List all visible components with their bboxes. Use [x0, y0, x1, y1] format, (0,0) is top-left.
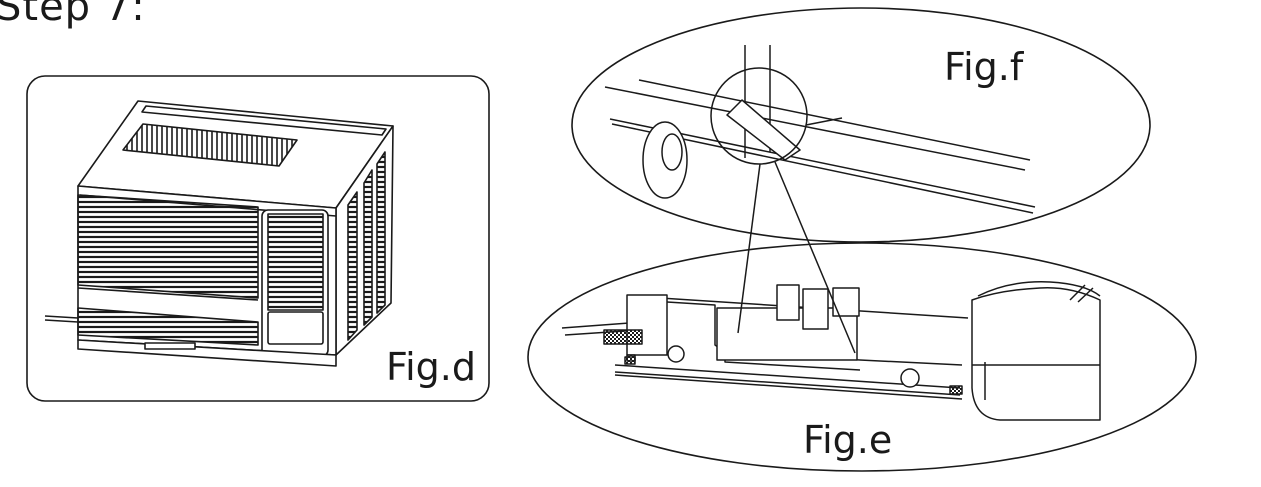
figure-f-outline [571, 7, 1151, 243]
ac-unit-drawing [44, 100, 394, 367]
zoom-circle [710, 67, 808, 165]
figure-d-frame [26, 75, 490, 402]
figure-f [571, 7, 1151, 354]
fig-d-label: Fig.d [386, 345, 476, 389]
rail-zoom-drawing [604, 45, 1036, 354]
figure-d [26, 75, 490, 402]
chassis-rail-drawing [561, 281, 1101, 421]
figure-e [527, 242, 1197, 472]
fig-f-label: Fig.f [944, 45, 1024, 89]
fig-e-label: Fig.e [803, 418, 893, 462]
step-title: Step 7: [0, 0, 146, 30]
figure-e-outline [527, 242, 1197, 472]
